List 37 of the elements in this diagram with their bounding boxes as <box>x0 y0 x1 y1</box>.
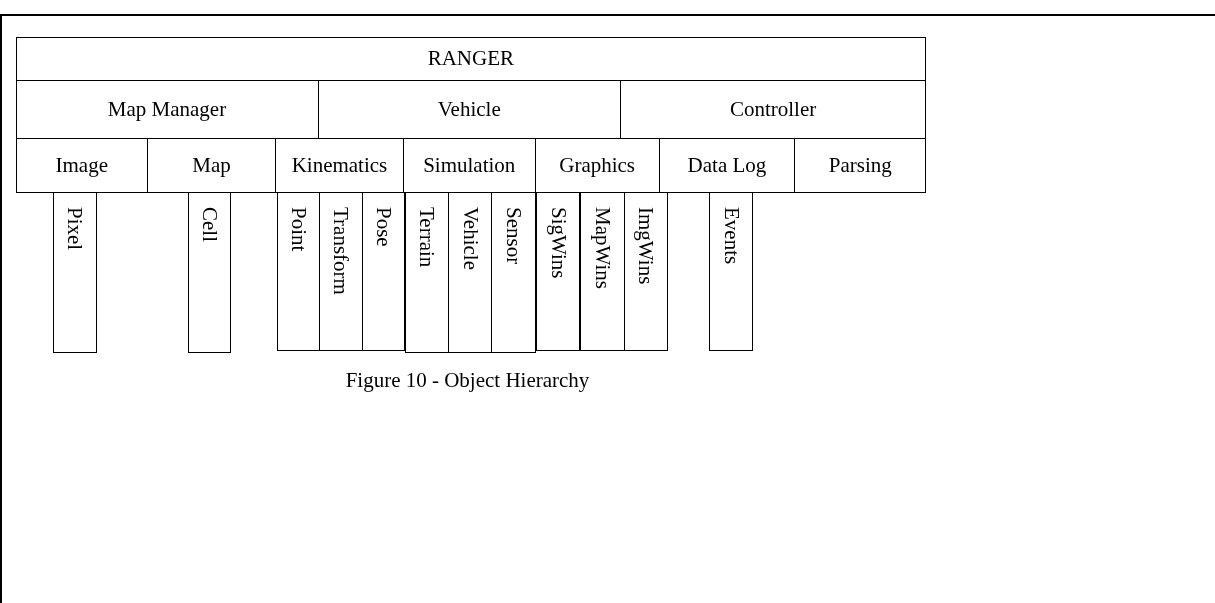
box-label: SigWins <box>545 207 571 279</box>
object-box <box>404 192 449 354</box>
box-label: Map Manager <box>107 96 227 122</box>
box-label: Pixel <box>62 207 88 251</box>
box-label: Kinematics <box>291 152 388 178</box>
component-box <box>794 137 927 193</box>
box-label: Simulation <box>423 152 516 178</box>
box-label: Terrain <box>414 207 440 268</box>
box-label: Events <box>718 207 744 265</box>
object-box <box>361 192 406 352</box>
object-box <box>579 192 625 352</box>
system-box <box>15 37 927 81</box>
object-box <box>623 192 669 352</box>
object-box <box>536 192 581 352</box>
box-label: Vehicle <box>457 207 483 271</box>
object-box <box>709 192 754 352</box>
object-box <box>491 192 536 354</box>
box-label: Cell <box>196 207 222 243</box>
box-label: ImgWins <box>633 207 659 285</box>
object-box <box>52 192 97 353</box>
box-label: MapWins <box>589 207 615 290</box>
box-label: RANGER <box>427 46 514 72</box>
box-label: Graphics <box>559 152 636 178</box>
box-label: Image <box>55 152 108 178</box>
box-label: Point <box>285 207 311 252</box>
box-label: Data Log <box>687 152 767 178</box>
box-label: Map <box>192 152 231 178</box>
box-label: Sensor <box>500 207 526 265</box>
object-box <box>276 192 321 352</box>
box-label: Transform <box>328 207 354 296</box>
box-label: Controller <box>729 96 817 122</box>
component-box <box>15 137 148 193</box>
figure-caption: Figure 10 - Object Hierarchy <box>345 368 590 393</box>
box-label: Pose <box>371 207 397 247</box>
box-label: Vehicle <box>437 96 501 122</box>
object-box <box>187 192 231 353</box>
box-label: Parsing <box>828 152 892 178</box>
